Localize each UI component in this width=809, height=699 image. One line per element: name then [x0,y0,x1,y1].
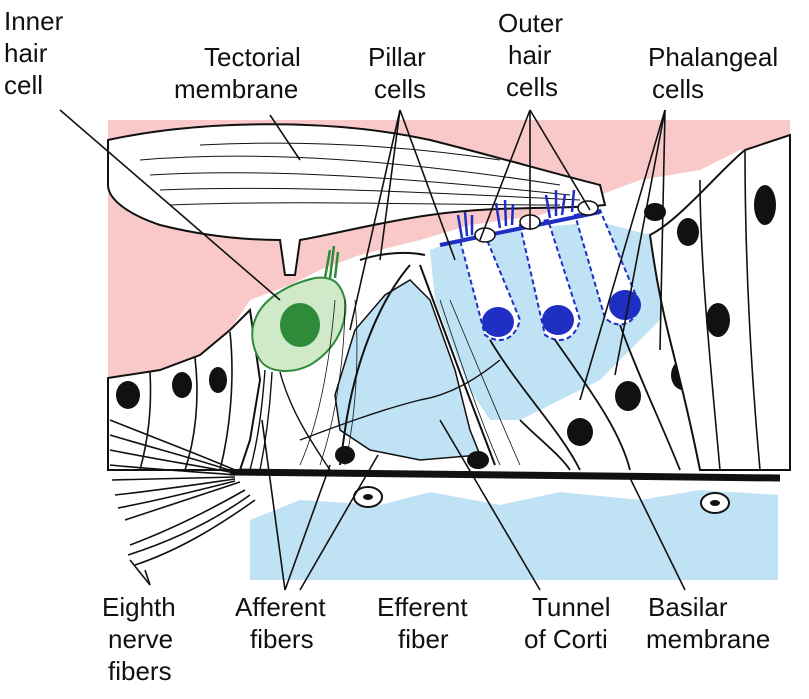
label-outer-hair-cells: Outer hair cells [498,8,570,102]
label-inner-hair-cell: Inner hair cell [4,6,71,100]
inner-hair-cell-nucleus [280,303,320,347]
inner-hair-cell-stereocilia [323,245,340,279]
pillar-cells [339,251,496,466]
outer-hair-cell-2 [518,218,582,341]
label-efferent-fiber: Efferent fiber [377,592,475,654]
outer-hair-cell-1 [458,233,522,341]
hensen-cells [648,133,791,471]
basilar-membrane [229,468,781,482]
afferent-fibers [249,369,331,471]
tectorial-membrane [107,123,607,276]
leader-lines [59,109,686,591]
scala-tympani-fluid [250,490,778,580]
eighth-nerve-fibers [109,419,256,566]
label-phalangeal-cells: Phalangeal cells [648,42,785,104]
label-tectorial-membrane: Tectorial membrane [174,42,308,104]
label-basilar-membrane: Basilar membrane [646,592,770,654]
reticular-lamina [439,210,601,247]
pillar-fibers [299,299,521,466]
label-tunnel-of-corti: Tunnel of Corti [524,592,618,654]
label-eighth-nerve-fibers: Eighth nerve fibers [102,592,183,686]
phalangeal-cells [489,324,681,471]
blood-vessels [353,486,730,514]
label-pillar-cells: Pillar cells [368,42,433,104]
outer-hair-cell-stereocilia [456,189,576,239]
label-afferent-fibers: Afferent fibers [235,592,333,654]
tectorial-fibers [139,142,581,206]
efferent-fiber [299,359,501,441]
outer-hair-cell-3 [573,208,642,326]
